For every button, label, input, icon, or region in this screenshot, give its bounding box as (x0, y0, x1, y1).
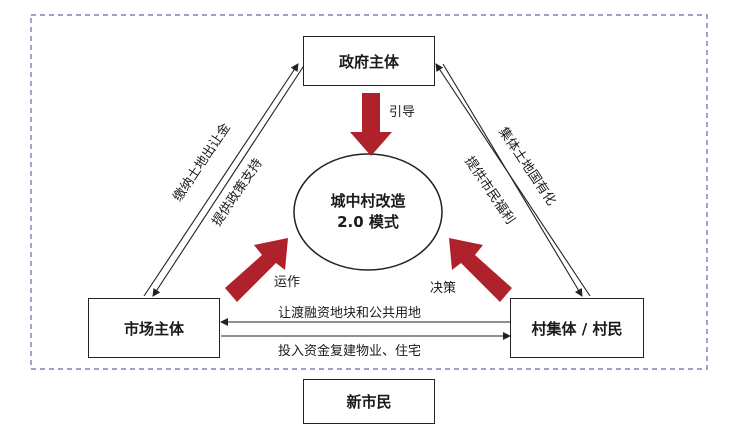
center-ellipse (293, 153, 443, 271)
line-gov-to-market (152, 63, 306, 297)
government-node: 政府主体 (303, 36, 435, 86)
operate-label: 运作 (274, 275, 301, 290)
edge-label-market-to-village: 投入资金复建物业、住宅 (278, 344, 422, 359)
line-market-to-gov (143, 63, 299, 297)
guide-arrow (350, 93, 392, 156)
edge-label-village-to-market: 让渡融资地块和公共用地 (278, 306, 422, 321)
operate-arrow (225, 238, 288, 302)
decide-label: 决策 (430, 281, 457, 296)
decide-arrow (449, 238, 512, 302)
center-label-line2: 2.0 模式 (337, 213, 399, 231)
village-node: 村集体 / 村民 (510, 298, 644, 358)
new-citizens-node: 新市民 (303, 379, 435, 424)
line-gov-to-village (442, 63, 583, 297)
center-label: 城中村改造 2.0 模式 (294, 191, 442, 233)
center-label-line1: 城中村改造 (330, 192, 406, 210)
guide-label: 引导 (389, 105, 416, 120)
market-node: 市场主体 (88, 298, 220, 358)
dashed-frame (30, 14, 708, 370)
